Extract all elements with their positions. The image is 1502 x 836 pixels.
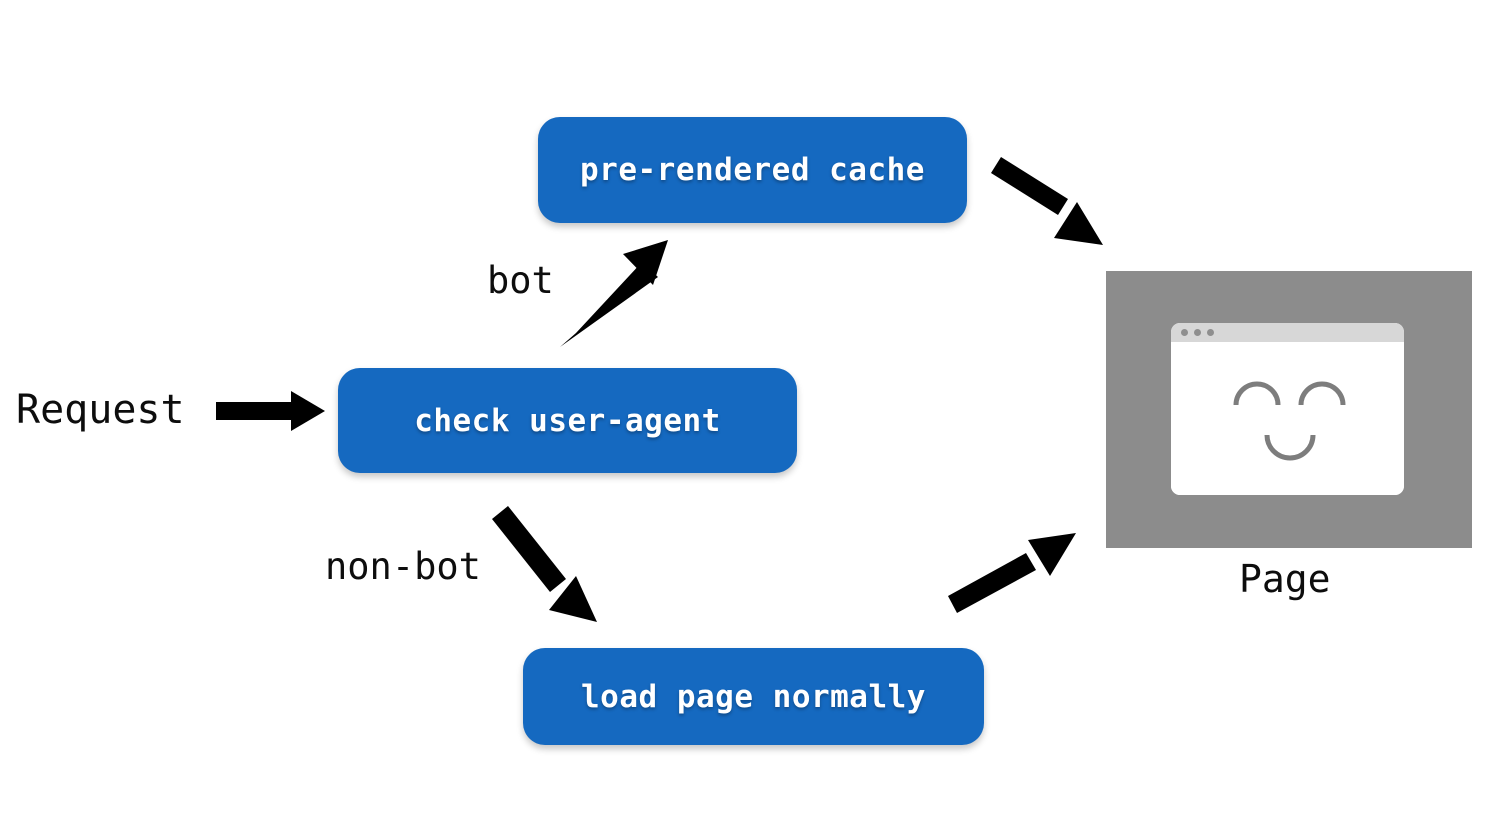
node-check-user-agent[interactable]: check user-agent (338, 368, 797, 473)
edge-label-non-bot: non-bot (325, 545, 481, 588)
browser-titlebar (1171, 323, 1404, 342)
arrow-load-normally-to-page (948, 533, 1076, 613)
arrow-check-to-cache (560, 240, 668, 347)
page-mockup (1106, 271, 1472, 548)
node-pre-rendered-cache-label: pre-rendered cache (580, 152, 925, 188)
window-dot-icon (1207, 329, 1214, 336)
browser-window-illustration (1171, 323, 1404, 495)
edge-label-bot: bot (487, 259, 554, 302)
node-pre-rendered-cache[interactable]: pre-rendered cache (538, 117, 967, 223)
browser-content-area (1171, 342, 1404, 495)
arrow-cache-to-page (991, 157, 1103, 245)
window-dot-icon (1194, 329, 1201, 336)
request-label: Request (16, 387, 185, 433)
window-dot-icon (1181, 329, 1188, 336)
smiley-face-icon (1233, 381, 1346, 461)
node-check-user-agent-label: check user-agent (414, 402, 721, 439)
node-load-page-normally-label: load page normally (581, 678, 926, 715)
arrow-check-to-load-normally (492, 506, 597, 622)
page-label: Page (1239, 557, 1331, 601)
arrow-request-to-check (216, 391, 325, 431)
node-load-page-normally[interactable]: load page normally (523, 648, 984, 745)
